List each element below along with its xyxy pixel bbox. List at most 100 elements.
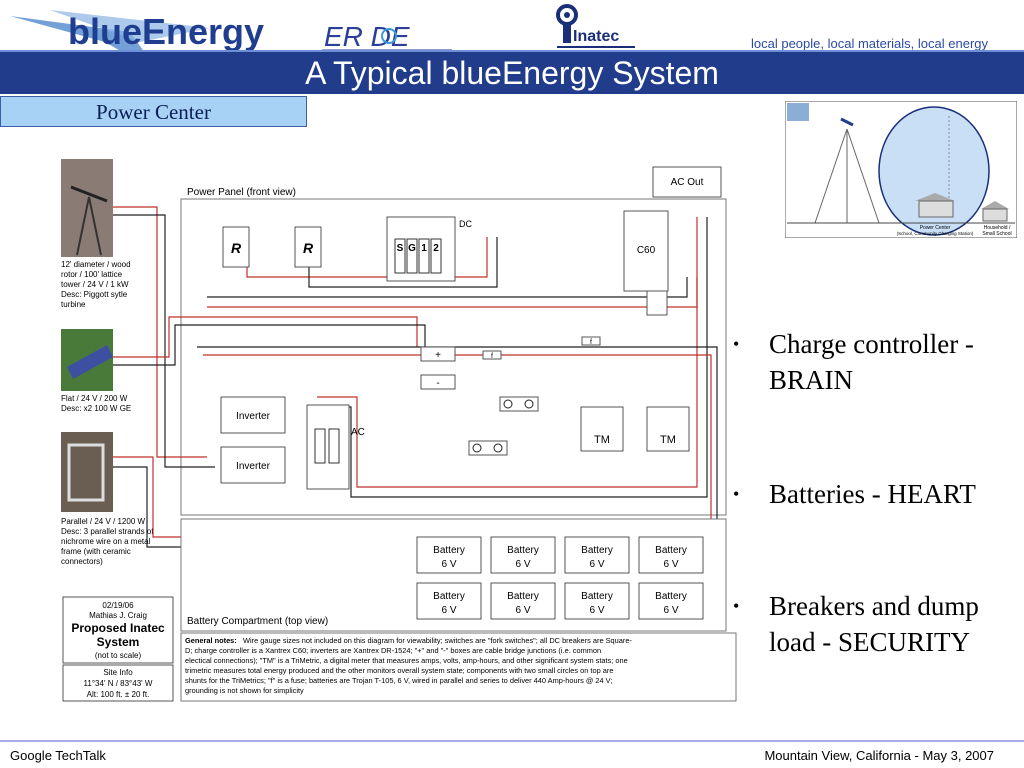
blueenergy-logo-text: blueEnergy [68,11,264,52]
site-info-heading: Site Info [103,668,133,677]
svg-text:R: R [231,240,242,256]
bullet-text: Breakers and dump [769,591,979,621]
battery-voltage: 6 V [589,559,604,570]
bullet-text: Charge controller - [769,329,974,359]
shunt [499,396,539,412]
battery [564,536,630,574]
thumb-label: Household / [984,225,1011,231]
dumpload-desc-line: connectors) [61,557,103,566]
footer-left: Google TechTalk [10,748,106,763]
battery-voltage: 6 V [589,605,604,616]
battery-voltage: 6 V [441,605,456,616]
section-tab: Power Center [0,96,307,127]
blueenergy-logo: blueEnergy [10,10,264,74]
bullet-dot: • [733,596,740,616]
battery-title: Battery [655,545,687,556]
footer-right: Mountain View, California - May 3, 2007 [764,748,994,763]
fuse-label: f [590,339,592,346]
battery-voltage: 6 V [663,559,678,570]
battery-grid: Battery 6 V Battery 6 V Battery 6 V Batt… [416,536,704,620]
general-notes-line: trimetric measures total energy produced… [185,666,613,675]
inatec-logo-text: Inatec [573,28,619,45]
fuse [482,350,502,360]
erode-logo: ER DE [322,21,452,52]
system-overview-thumbnail: Power Center (School, Community Charging… [785,101,1017,238]
turbine-desc-line: tower / 24 V / 1 kW [61,280,129,289]
breaker-label: 2 [433,243,439,254]
battery-voltage: 6 V [663,605,678,616]
shunt [468,440,508,456]
general-notes-line: grounding is not shown for simplicity [185,686,304,695]
bullet-text: load - SECURITY [769,627,970,657]
bullet-item: • Batteries - HEART [733,476,1023,512]
footer-divider [0,740,1024,742]
general-notes-line: Wire gauge sizes not included on this di… [243,636,632,645]
battery-title: Battery [433,545,465,556]
battery-title: Battery [655,591,687,602]
trimetric-meter [646,406,690,452]
slide-title: A Typical blueEnergy System [305,55,719,91]
junction-plus-label: + [435,350,441,361]
erode-logo-text: ER DE [324,21,410,52]
credit-author: Mathias J. Craig [89,611,147,620]
battery-voltage: 6 V [441,559,456,570]
highlight-ellipse [878,106,990,236]
fuse [581,336,601,346]
power-panel-label: Power Panel (front view) [187,187,296,198]
ac-breaker-box [306,404,350,490]
battery [416,536,482,574]
dumpload-desc-line: Desc: 3 parallel strands of [61,527,154,536]
bullet-item: • Breakers and dump load - SECURITY [733,588,1023,660]
credit-heading: Proposed Inatec [71,621,165,635]
general-notes-line: D; charge controller is a Xantrex C60; i… [185,646,601,655]
site-info-alt: Alt: 100 ft. ± 20 ft. [87,690,150,699]
turbine-desc-line: turbine [61,300,86,309]
inverter-label: Inverter [236,461,271,472]
junction-minus-label: - [436,378,439,389]
charge-controller-box [222,226,250,268]
breaker-label: G [408,243,416,254]
battery-voltage: 6 V [515,605,530,616]
svg-text:R: R [303,240,314,256]
battery-title: Battery [507,591,539,602]
thumb-label: (School, Community Charging Station) [897,231,974,236]
site-info-coords: 11°34' N / 83°43' W [84,679,153,688]
breaker-label: S [397,243,404,254]
battery [564,582,630,620]
credit-note: (not to scale) [95,651,142,660]
ac-label: AC [351,427,365,438]
battery-compartment-label: Battery Compartment (top view) [187,616,328,627]
ac-out-box [652,166,722,198]
general-notes-heading: General notes: [185,636,237,645]
thumb-label: Small School [982,231,1011,237]
battery-title: Battery [581,545,613,556]
tm-label: TM [660,434,676,446]
battery-title: Battery [507,545,539,556]
general-notes-line: electical connections); "TM" is a TriMet… [185,656,628,665]
solar-desc-line: Flat / 24 V / 200 W [61,394,128,403]
trimetric-meter [580,406,624,452]
battery [638,536,704,574]
dc-label: DC [459,219,472,229]
general-notes-box [180,632,737,702]
site-info-box [62,664,174,702]
credit-heading: System [97,635,140,649]
turbine-desc-line: rotor / 100' lattice [61,270,123,279]
dumpload-desc-line: nichrome wire on a metal [61,537,151,546]
credit-date: 02/19/06 [102,601,134,610]
charge-controller-box [294,226,322,268]
inverter-label: Inverter [236,411,271,422]
title-bar: A Typical blueEnergy System [0,50,1024,94]
breaker-label: 1 [421,243,427,254]
tagline: local people, local materials, local ene… [750,36,988,51]
ac-out-label: AC Out [671,177,704,188]
battery-voltage: 6 V [515,559,530,570]
dumpload-desc-line: Parallel / 24 V / 1200 W [61,517,145,526]
fuse-label: f [491,353,493,360]
battery [638,582,704,620]
c60-label: C60 [637,245,656,256]
battery [416,582,482,620]
battery [490,582,556,620]
inverter [220,446,286,484]
turbine-desc-line: 12' diameter / wood [61,260,131,269]
